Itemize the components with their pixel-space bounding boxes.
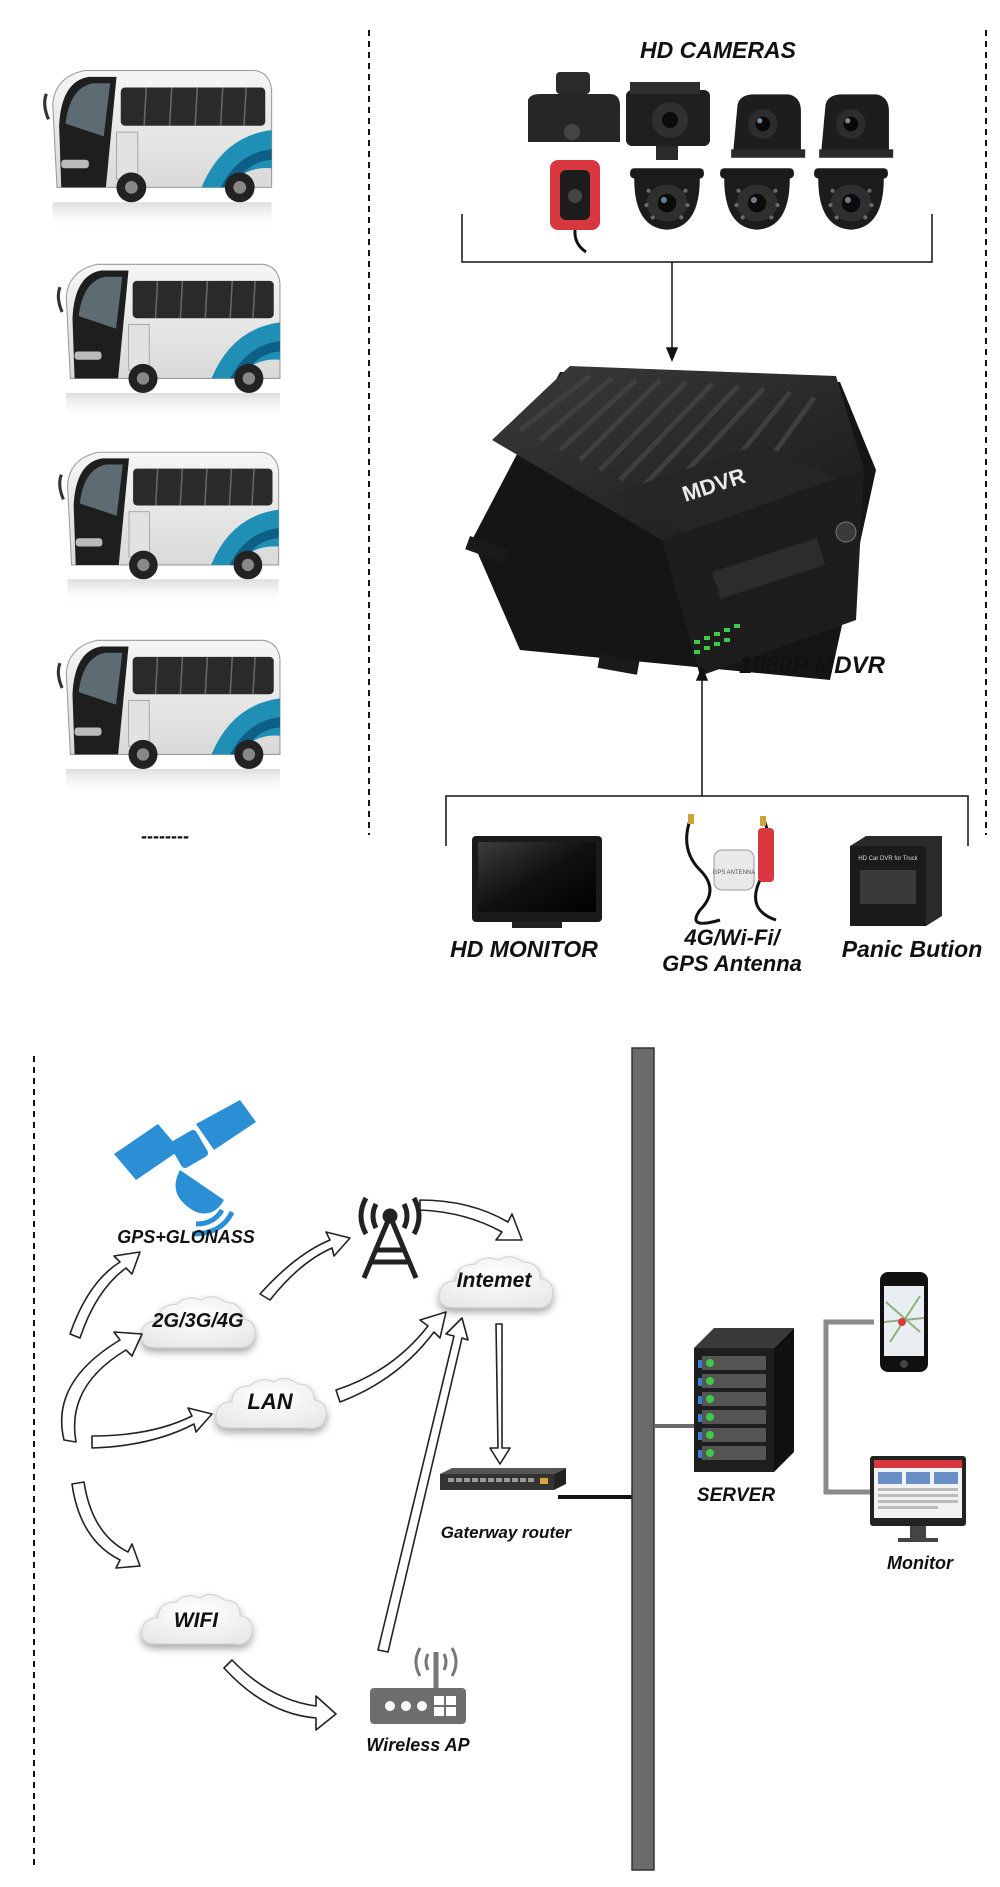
panic-camera bbox=[550, 160, 600, 254]
dome-camera bbox=[630, 168, 704, 230]
antenna-label-line2: GPS Antenna bbox=[662, 951, 802, 976]
camera-connector bbox=[461, 214, 933, 362]
gateway-router bbox=[440, 1468, 566, 1490]
arrow-to-tower bbox=[259, 1231, 351, 1301]
satellite-label: GPS+GLONASS bbox=[117, 1227, 255, 1247]
gps-antenna: GPS ANTENNA bbox=[685, 814, 777, 925]
ap-label: Wireless AP bbox=[366, 1735, 470, 1755]
client-connector bbox=[823, 1319, 876, 1495]
bus-image bbox=[56, 262, 282, 422]
cloud-cellular-label: 2G/3G/4G bbox=[151, 1310, 243, 1332]
arrow-tower-to-internet bbox=[419, 1199, 523, 1241]
bus-image bbox=[56, 638, 282, 798]
top-section: -------- HD CAMERAS bbox=[42, 30, 987, 976]
arrow-wifi-to-ap bbox=[223, 1659, 337, 1731]
bus-image bbox=[42, 68, 274, 232]
cloud-wifi-label: WIFI bbox=[174, 1609, 219, 1632]
cloud-wifi: WIFI bbox=[141, 1593, 253, 1645]
router-label: Gaterway router bbox=[441, 1523, 573, 1542]
cloud-lan: LAN bbox=[215, 1377, 327, 1429]
hd-monitor-label: HD MONITOR bbox=[450, 936, 598, 962]
cloud-lan-label: LAN bbox=[247, 1389, 293, 1414]
wireless-ap bbox=[370, 1647, 466, 1724]
bus-fleet: -------- bbox=[42, 68, 282, 846]
dome-camera bbox=[814, 168, 888, 230]
panic-box-text: HD Car DVR for Truck bbox=[858, 856, 918, 862]
cloud-internet-label: Intemet bbox=[457, 1269, 533, 1292]
server-label: SERVER bbox=[697, 1485, 775, 1506]
network-backbone bbox=[631, 1047, 655, 1871]
arrow-ap-to-internet bbox=[377, 1317, 469, 1653]
cell-tower-icon bbox=[358, 1196, 422, 1279]
arrow-to-satellite bbox=[69, 1251, 141, 1339]
peripheral-connector bbox=[445, 666, 969, 846]
hd-monitor bbox=[472, 836, 602, 928]
status-leds bbox=[694, 624, 740, 654]
flow-arrows bbox=[60, 1199, 523, 1731]
box-camera bbox=[626, 82, 710, 160]
cameras-label: HD CAMERAS bbox=[640, 37, 797, 63]
bus-image bbox=[58, 450, 281, 608]
antenna-tag: GPS ANTENNA bbox=[713, 870, 756, 876]
side-camera bbox=[819, 94, 894, 158]
bottom-section: GPS+GLONASS 2G/3G/4G LAN Intemet WIFI bbox=[33, 1047, 966, 1871]
monitor-label: Monitor bbox=[887, 1553, 954, 1573]
server-rack bbox=[694, 1328, 794, 1472]
bus-ellipsis: -------- bbox=[141, 826, 189, 846]
camera-group bbox=[528, 72, 894, 254]
arrow-to-lan bbox=[91, 1407, 213, 1449]
arrow-lan-to-internet bbox=[335, 1311, 447, 1403]
arrow-internet-to-router bbox=[489, 1323, 511, 1465]
interior-camera bbox=[528, 72, 620, 142]
dome-camera bbox=[720, 168, 794, 230]
arrow-cell-to-lan bbox=[60, 1331, 143, 1443]
desktop-monitor bbox=[870, 1456, 966, 1542]
antenna-label-line1: 4G/Wi-Fi/ bbox=[683, 925, 782, 950]
cloud-cellular: 2G/3G/4G bbox=[140, 1296, 256, 1349]
satellite-icon bbox=[114, 1100, 256, 1237]
smartphone bbox=[880, 1272, 928, 1372]
mdvr-device: MDVR bbox=[465, 366, 876, 680]
mdvr-label: 1080P MDVR bbox=[739, 652, 886, 679]
panic-button-box: HD Car DVR for Truck bbox=[850, 836, 942, 926]
side-camera bbox=[731, 94, 806, 158]
panic-button-label: Panic Bution bbox=[842, 936, 983, 962]
arrow-to-wifi bbox=[71, 1481, 141, 1569]
cloud-internet: Intemet bbox=[438, 1256, 554, 1309]
